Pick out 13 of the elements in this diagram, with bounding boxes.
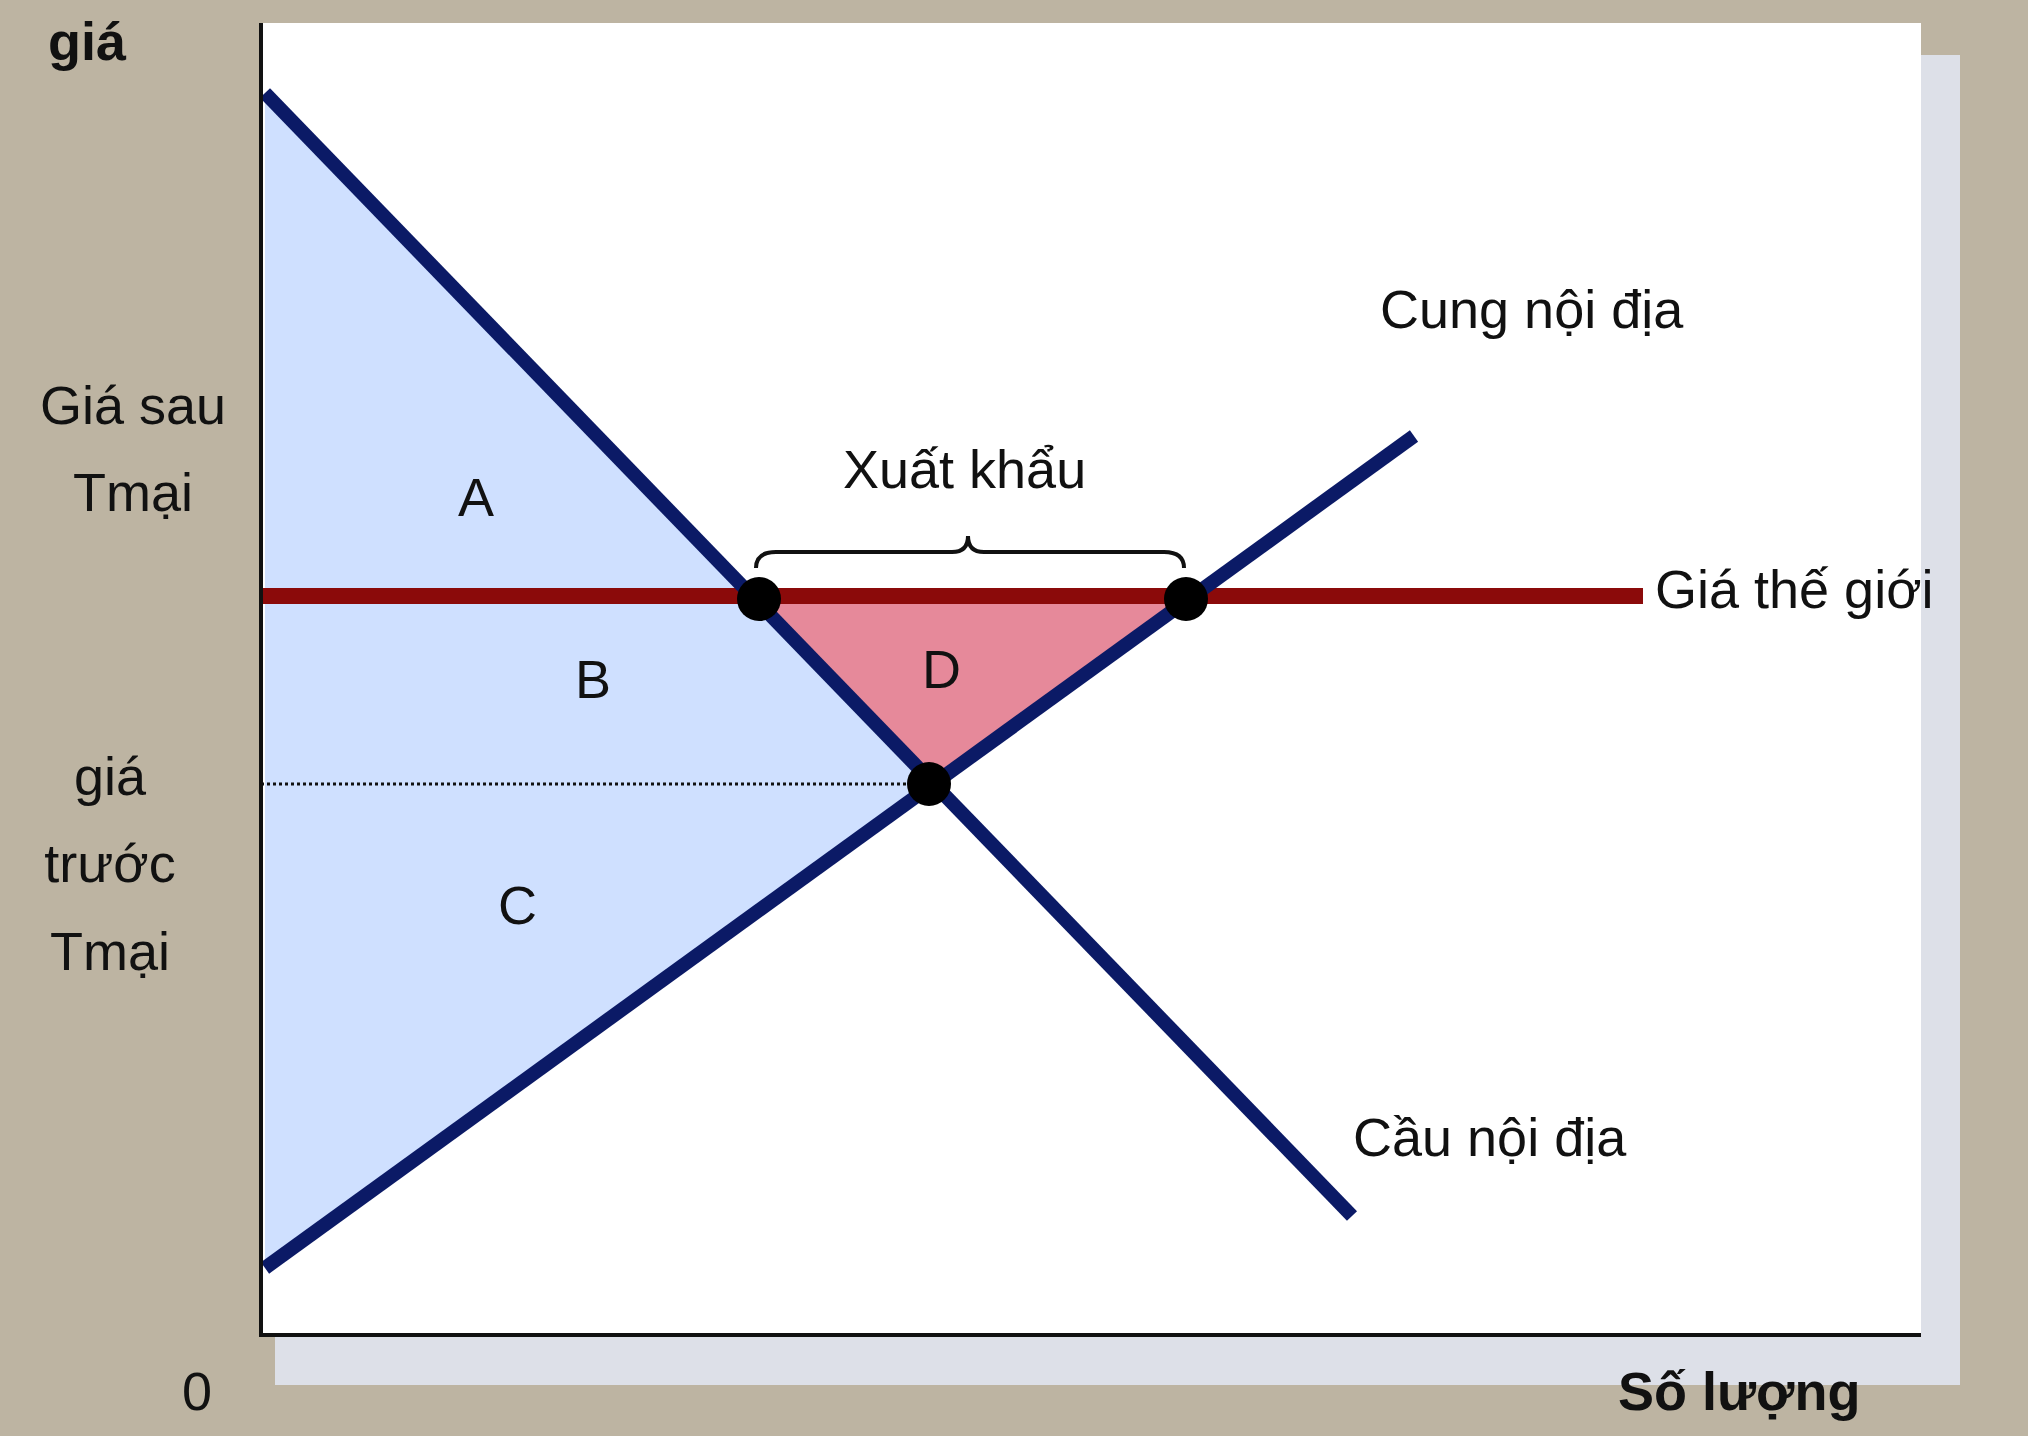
- axis-label: giá: [48, 12, 127, 72]
- origin-label: 0: [182, 1362, 213, 1422]
- price-label: Giá sau Tmại: [38, 374, 228, 525]
- axis-label: Số lượng: [1618, 1362, 1861, 1422]
- area-label: C: [498, 876, 537, 936]
- line-label: Giá thế giới: [1655, 560, 1934, 620]
- area-label: A: [458, 468, 495, 528]
- brace-label: Xuất khẩu: [843, 440, 1087, 500]
- curve-label: Cung nội địa: [1380, 280, 1684, 340]
- area-label: B: [575, 650, 612, 710]
- curve-label: Cầu nội địa: [1353, 1108, 1627, 1168]
- price-label: giá trước Tmại: [43, 745, 177, 983]
- area-label: D: [922, 640, 961, 700]
